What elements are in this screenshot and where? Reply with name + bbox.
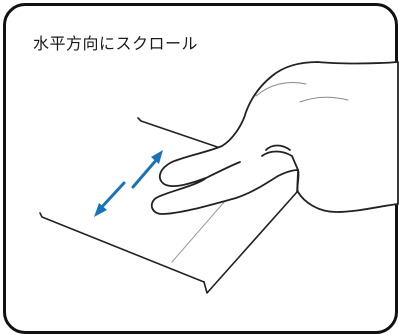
hand — [150, 61, 399, 215]
arrow-up-right-icon — [131, 150, 163, 189]
scroll-direction-arrows — [94, 150, 163, 217]
figure-title: 水平方向にスクロール — [33, 34, 199, 53]
arrow-down-left-icon — [94, 181, 126, 217]
